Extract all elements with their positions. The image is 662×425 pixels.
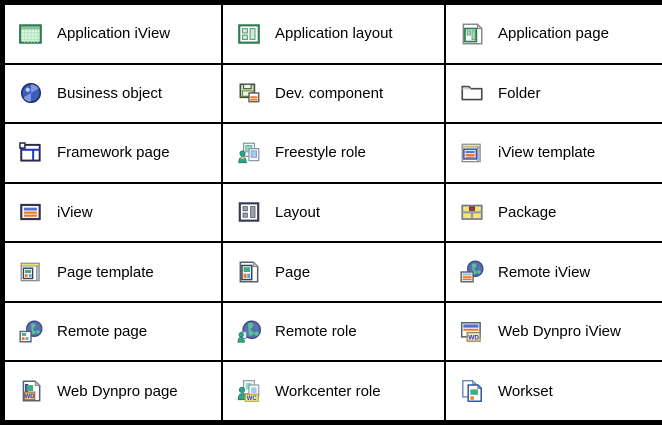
cell-business-object: Business object: [3, 62, 223, 125]
cell-iview: iView: [3, 181, 223, 244]
remote-iview-icon: [459, 259, 485, 285]
cell-workcenter-role: WC Workcenter role: [221, 360, 446, 422]
cell-label: Framework page: [57, 144, 170, 162]
cell-application-page: Application page: [444, 3, 662, 65]
cell-application-layout: Application layout: [221, 3, 446, 65]
iview-icon: [18, 199, 44, 225]
web-dynpro-page-icon: WD: [18, 378, 44, 404]
cell-page: Page: [221, 241, 446, 303]
cell-label: Application page: [498, 25, 609, 43]
cell-label: Freestyle role: [275, 144, 366, 162]
business-object-icon: [18, 80, 44, 106]
iview-template-icon: [459, 140, 485, 166]
cell-layout: Layout: [221, 181, 446, 244]
cell-application-iview: Application iView: [3, 3, 223, 65]
application-layout-icon: [236, 21, 262, 47]
cell-web-dynpro-iview: WD Web Dynpro iView: [444, 300, 662, 363]
icon-legend-table: Application iView Application layout App…: [3, 3, 662, 422]
folder-icon: [459, 80, 485, 106]
page-template-icon: [18, 259, 44, 285]
package-icon: [459, 199, 485, 225]
cell-label: Business object: [57, 84, 163, 102]
cell-folder: Folder: [444, 62, 662, 125]
cell-label: Application iView: [57, 25, 171, 43]
application-iview-icon: [18, 21, 44, 47]
wd-badge-text: WD: [468, 334, 479, 341]
cell-web-dynpro-page: WD Web Dynpro page: [3, 360, 223, 422]
cell-remote-page: Remote page: [3, 300, 223, 363]
wc-badge-text: WC: [247, 396, 258, 402]
cell-label: iView template: [498, 144, 596, 162]
cell-label: Page template: [57, 263, 154, 281]
web-dynpro-iview-icon: WD: [459, 319, 485, 345]
cell-remote-iview: Remote iView: [444, 241, 662, 303]
cell-label: Remote iView: [498, 263, 591, 281]
page-icon: [236, 259, 262, 285]
freestyle-role-icon: [236, 140, 262, 166]
cell-label: Workcenter role: [275, 382, 381, 400]
cell-label: Web Dynpro page: [57, 382, 178, 400]
cell-page-template: Page template: [3, 241, 223, 303]
table-row: Framework page Freestyle role iView temp…: [3, 122, 662, 184]
cell-label: Web Dynpro iView: [498, 323, 621, 341]
cell-dev-component: Dev. component: [221, 62, 446, 125]
cell-framework-page: Framework page: [3, 122, 223, 184]
remote-role-icon: [236, 319, 262, 345]
cell-label: Package: [498, 203, 557, 221]
application-page-icon: [459, 21, 485, 47]
layout-icon: [236, 199, 262, 225]
remote-page-icon: [18, 319, 44, 345]
cell-label: Layout: [275, 203, 321, 221]
cell-label: Dev. component: [275, 84, 384, 102]
workcenter-role-icon: WC: [236, 378, 262, 404]
cell-freestyle-role: Freestyle role: [221, 122, 446, 184]
cell-package: Package: [444, 181, 662, 244]
wd-badge-text: WD: [25, 394, 36, 400]
cell-label: Remote page: [57, 323, 148, 341]
cell-label: iView: [57, 203, 93, 221]
framework-page-icon: [18, 140, 44, 166]
table-row: Application iView Application layout App…: [3, 3, 662, 65]
table-row: WD Web Dynpro page WC Workcenter role Wo…: [3, 360, 662, 422]
cell-label: Folder: [498, 84, 541, 102]
table-row: Page template Page Remote iView: [3, 241, 662, 303]
cell-workset: Workset: [444, 360, 662, 422]
cell-iview-template: iView template: [444, 122, 662, 184]
dev-component-icon: [236, 80, 262, 106]
cell-label: Page: [275, 263, 311, 281]
cell-remote-role: Remote role: [221, 300, 446, 363]
table-row: Business object Dev. component Folder: [3, 62, 662, 125]
cell-label: Remote role: [275, 323, 357, 341]
cell-label: Workset: [498, 382, 553, 400]
cell-label: Application layout: [275, 25, 393, 43]
workset-icon: [459, 378, 485, 404]
table-row: iView Layout Package: [3, 181, 662, 244]
table-row: Remote page Remote role WD Web Dynpro iV…: [3, 300, 662, 363]
